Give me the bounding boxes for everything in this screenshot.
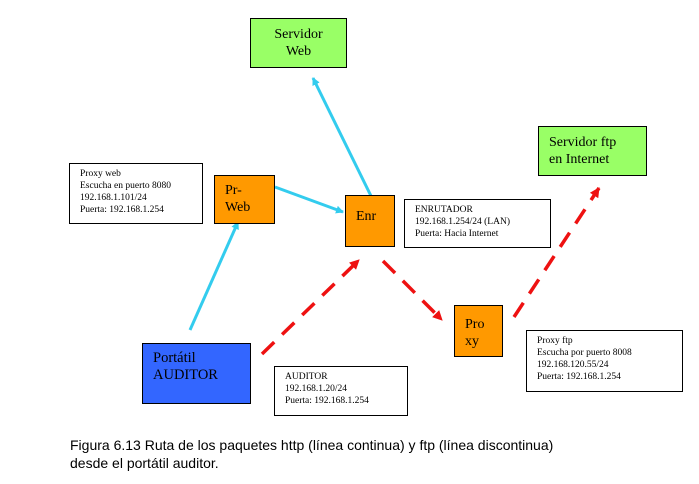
proxy-ftp-label-line-1: Pro [465, 317, 485, 332]
proxy-web-label-line-1: Pr- [225, 183, 242, 198]
note-line: Proxy web [80, 169, 121, 179]
ftp-arrow-laptop-to-router [260, 258, 361, 356]
note-line: Escucha en puerto 8080 [80, 181, 172, 191]
http-arrow-laptop-to-prweb [188, 221, 240, 331]
laptop-label-line-2: AUDITOR [153, 367, 218, 383]
ftp-server-node: Servidor ftp en Internet [538, 126, 647, 176]
web-server-label-line-1: Servidor [274, 27, 323, 42]
note-line: Escucha por puerto 8008 [537, 348, 632, 358]
note-line: Proxy ftp [537, 336, 573, 346]
note-line: Puerta: Hacia Internet [415, 229, 499, 239]
proxy-ftp-node: Pro xy [454, 305, 503, 357]
note-line: Puerta: 192.168.1.254 [285, 396, 369, 406]
note-line: 192.168.1.254/24 (LAN) [415, 217, 510, 227]
proxy-ftp-label-line-2: xy [465, 334, 479, 349]
router-node: Enr [345, 195, 395, 247]
ftp-arrow-proxy-to-ftpserver [512, 187, 601, 318]
laptop-label-line-1: Portátil [153, 350, 196, 366]
note-line: 192.168.120.55/24 [537, 360, 609, 370]
http-arrow-prweb-to-router [274, 185, 344, 214]
note-line: ENRUTADOR [415, 205, 473, 215]
note-line: 192.168.1.101/24 [80, 193, 147, 203]
proxy-ftp-info-note: Proxy ftp Escucha por puerto 8008 192.16… [526, 330, 683, 392]
ftp-server-label-line-1: Servidor ftp [549, 135, 617, 150]
proxy-web-info-note: Proxy web Escucha en puerto 8080 192.168… [69, 163, 203, 224]
note-line: AUDITOR [285, 372, 328, 382]
ftp-server-label-line-2: en Internet [549, 152, 610, 167]
router-label: Enr [356, 209, 377, 224]
ftp-arrow-router-to-proxy [381, 259, 444, 322]
figure-caption: Figura 6.13 Ruta de los paquetes http (l… [70, 436, 670, 472]
http-arrow-router-to-webserver [311, 77, 374, 199]
router-info-note: ENRUTADOR 192.168.1.254/24 (LAN) Puerta:… [404, 199, 551, 248]
note-line: 192.168.1.20/24 [285, 384, 348, 394]
note-line: Puerta: 192.168.1.254 [80, 205, 164, 215]
caption-line-2: desde el portátil auditor. [70, 455, 219, 471]
web-server-node: Servidor Web [250, 18, 347, 68]
note-line: Puerta: 192.168.1.254 [537, 372, 621, 382]
web-server-label-line-2: Web [285, 44, 312, 59]
auditor-info-note: AUDITOR 192.168.1.20/24 Puerta: 192.168.… [274, 366, 408, 416]
proxy-web-label-line-2: Web [225, 200, 251, 215]
laptop-auditor-node: Portátil AUDITOR [142, 343, 251, 404]
caption-line-1: Figura 6.13 Ruta de los paquetes http (l… [70, 437, 554, 453]
proxy-web-node: Pr- Web [214, 175, 275, 224]
